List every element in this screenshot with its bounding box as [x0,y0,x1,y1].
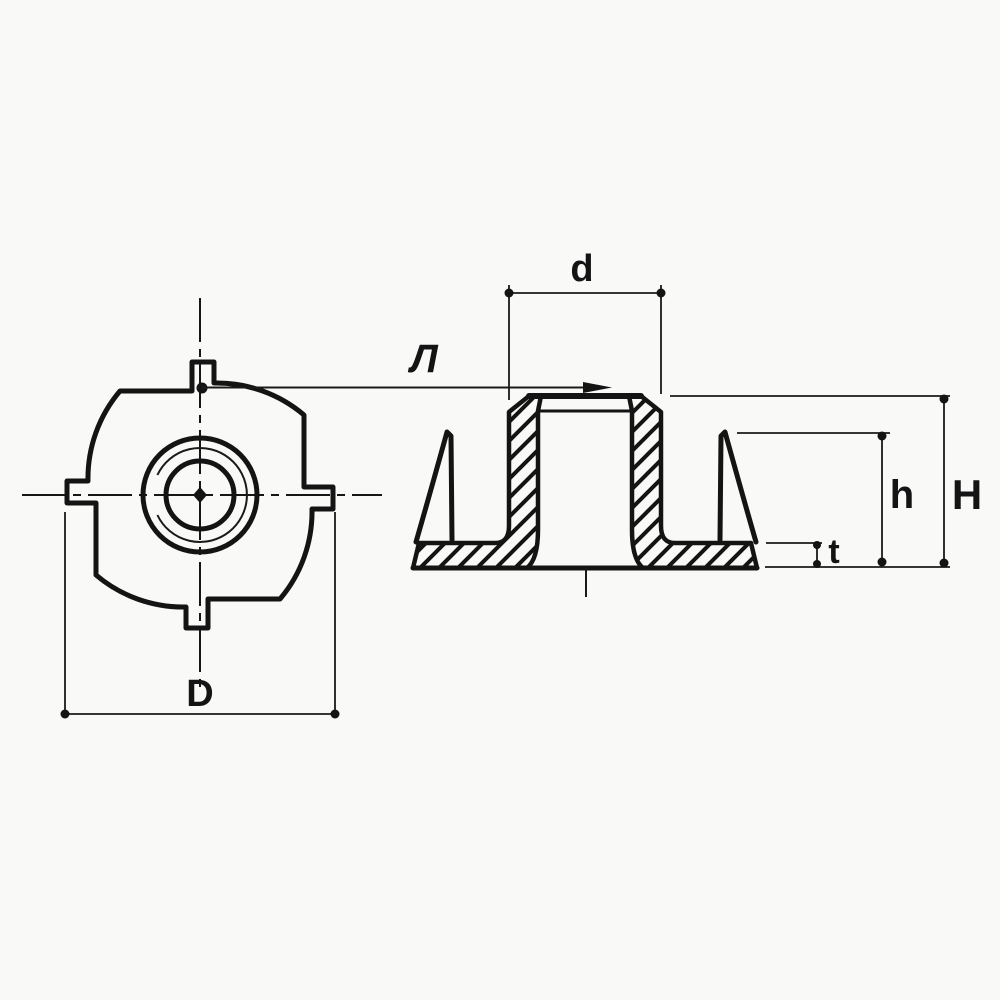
thread-leader: Л [196,337,612,394]
top-view: D [22,298,382,719]
dimension-endpoint-dot [60,709,70,719]
label-H: H [952,471,982,518]
label-t: t [828,533,839,571]
dimension-endpoint-dot [813,560,821,568]
label-D: D [186,673,213,715]
dimension-h: h [737,431,914,567]
dimension-endpoint-dot [877,431,887,441]
dimension-endpoint-dot [939,558,949,568]
dimension-D: D [60,512,340,719]
flange-outline [64,359,336,631]
left-prong [413,429,455,545]
label-h: h [890,473,914,517]
boss-circle [140,435,260,555]
dimension-endpoint-dot [330,709,340,719]
dimension-H: H [670,394,982,568]
dimension-endpoint-dot [656,288,666,298]
dimension-t: t [766,533,840,571]
center-mark [193,487,207,503]
dimension-d: d [504,248,666,400]
dimension-endpoint-dot [877,557,887,567]
dimension-endpoint-dot [939,394,949,404]
right-prong [717,429,759,545]
dimension-endpoint-dot [813,541,821,549]
label-thread: Л [407,337,439,381]
dimension-endpoint-dot [504,288,514,298]
leader-arrowhead [583,382,612,393]
label-d: d [570,248,593,290]
hole-circle [163,458,237,532]
thread-arc [156,447,248,543]
section-view: d Л H h [196,248,982,597]
